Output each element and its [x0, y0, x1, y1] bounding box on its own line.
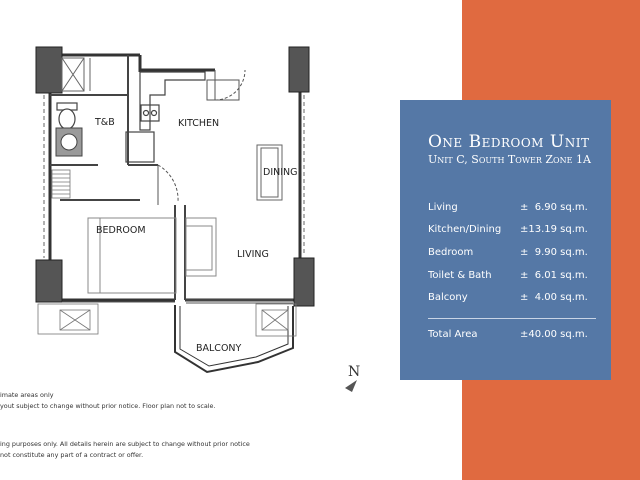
room-label-kitchen: KITCHEN [178, 118, 219, 129]
area-name: Bedroom [428, 246, 474, 258]
room-label-bedroom: BEDROOM [96, 225, 146, 236]
toilet-fixture [56, 102, 78, 130]
ac-ledges [37, 303, 297, 337]
room-label-living: LIVING [237, 249, 269, 260]
area-row-kitchen-dining: Kitchen/Dining ±13.19 sq.m. [428, 219, 611, 242]
unit-title: One Bedroom Unit [428, 132, 590, 152]
area-value: ± 9.90 sq.m. [520, 246, 588, 258]
disclaimer-line-4: not constitute any part of a contract or… [0, 451, 144, 459]
balcony-outline [174, 305, 294, 374]
area-name: Kitchen/Dining [428, 224, 502, 236]
interior-walls [50, 55, 186, 300]
total-area-label: Total Area [428, 328, 478, 340]
bedroom-door [157, 164, 179, 205]
room-label-balcony: BALCONY [196, 343, 242, 354]
area-row-bedroom: Bedroom ± 9.90 sq.m. [428, 241, 611, 264]
unit-info-card: One Bedroom Unit Unit C, South Tower Zon… [400, 100, 611, 380]
structural-columns [35, 46, 315, 307]
disclaimer-line-2: yout subject to change without prior not… [0, 402, 216, 410]
disclaimer-line-3: ing purposes only. All details herein ar… [0, 440, 250, 448]
area-value: ±13.19 sq.m. [520, 224, 588, 236]
floor-plan: T&B KITCHEN DINING BEDROOM LIVING BALCON… [35, 46, 360, 392]
area-value: ± 6.01 sq.m. [520, 269, 588, 281]
area-name: Balcony [428, 292, 468, 304]
area-row-toilet-bath: Toilet & Bath ± 6.01 sq.m. [428, 264, 611, 287]
total-area-value: ±40.00 sq.m. [520, 328, 588, 340]
sofa [185, 217, 217, 277]
area-list: Living ± 6.90 sq.m. Kitchen/Dining ±13.1… [428, 196, 611, 309]
area-row-living: Living ± 6.90 sq.m. [428, 196, 611, 219]
area-value: ± 4.00 sq.m. [520, 292, 588, 304]
bathroom-sink [55, 127, 83, 157]
window-lines [43, 95, 305, 258]
north-letter: N [348, 364, 360, 380]
kitchen-counter [125, 71, 206, 163]
bed [87, 217, 177, 294]
balcony-sliding-door [62, 299, 293, 304]
entry-door [206, 69, 246, 101]
area-name: Toilet & Bath [428, 269, 492, 281]
room-label-dining: DINING [263, 167, 298, 178]
unit-subtitle: Unit C, South Tower Zone 1A [428, 153, 591, 166]
room-label-tb: T&B [94, 117, 115, 128]
area-name: Living [428, 201, 458, 213]
dining-table [256, 144, 283, 201]
area-row-balcony: Balcony ± 4.00 sq.m. [428, 286, 611, 309]
area-value: ± 6.90 sq.m. [520, 201, 588, 213]
disclaimer-line-1: imate areas only [0, 391, 54, 399]
north-arrow-icon: N [345, 364, 360, 392]
divider [428, 317, 596, 319]
total-area-row: Total Area ±40.00 sq.m. [428, 329, 611, 340]
closet-hatch [51, 169, 71, 199]
shower-fixture [61, 57, 91, 92]
